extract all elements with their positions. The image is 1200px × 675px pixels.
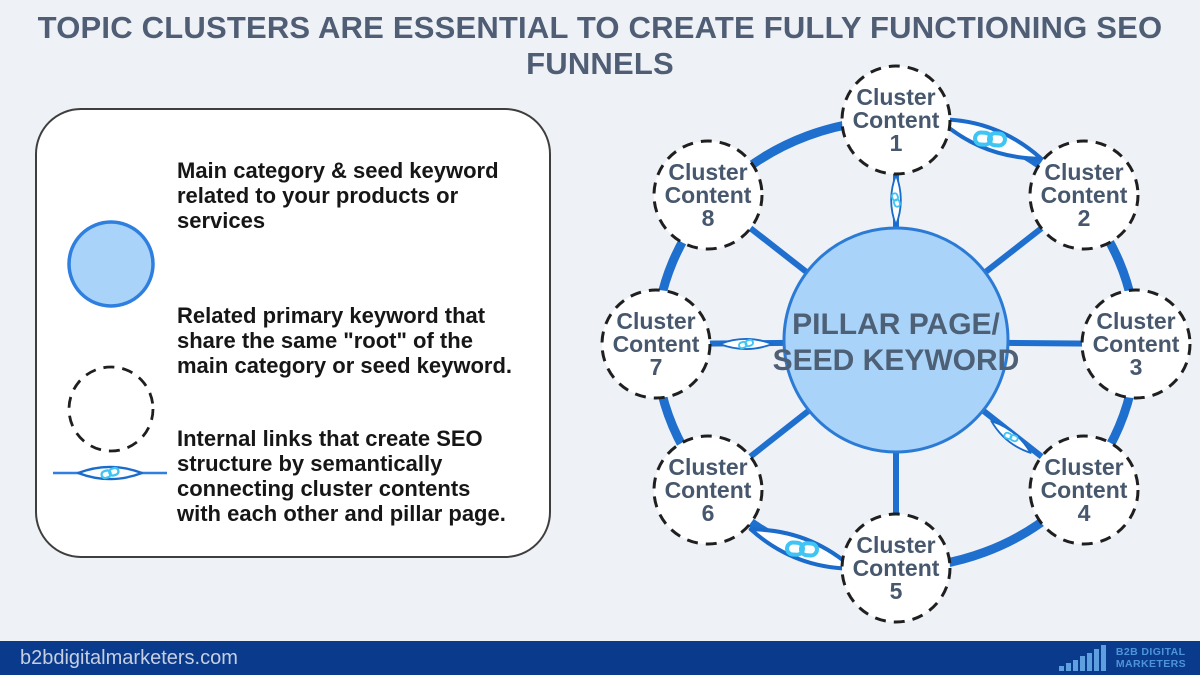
cluster-content-circle-icon: [67, 365, 155, 453]
legend-line: structure by semantically: [177, 451, 443, 476]
brand-name: B2B DIGITAL MARKETERS: [1116, 646, 1186, 670]
cluster-label: Content: [613, 331, 700, 357]
cluster-label: 6: [702, 500, 715, 526]
cluster-label: 5: [890, 578, 903, 604]
cluster-circle: [1028, 139, 1140, 251]
footer-bar: b2bdigitalmarketers.com B2B DIGITAL MARK…: [0, 641, 1200, 675]
cluster-label: Cluster: [616, 308, 695, 334]
cluster-circle: [600, 288, 712, 400]
legend-box: Main category & seed keyword related to …: [35, 108, 551, 558]
legend-line: Main category & seed keyword: [177, 158, 499, 183]
cluster-circle: [1080, 288, 1192, 400]
cluster-circle: [652, 434, 764, 546]
cluster-label: 4: [1078, 500, 1091, 526]
cluster-label: 1: [890, 130, 903, 156]
cluster-label: Cluster: [1044, 454, 1123, 480]
cluster-label: 8: [702, 205, 715, 231]
pillar-page-circle: [782, 226, 1010, 454]
cluster-label: Cluster: [1096, 308, 1175, 334]
brand-logo: B2B DIGITAL MARKETERS: [1058, 641, 1186, 675]
brand-name-line: B2B DIGITAL: [1115, 646, 1186, 658]
cluster-node-3: Cluster Content 3: [1080, 288, 1192, 400]
page-title: TOPIC CLUSTERS ARE ESSENTIAL TO CREATE F…: [37, 10, 1163, 81]
cluster-node-5: Cluster Content 5: [840, 512, 952, 624]
cluster-label: Content: [1093, 331, 1180, 357]
cluster-label: Content: [1041, 182, 1128, 208]
legend-line: with each other and pillar page.: [177, 501, 506, 526]
cluster-node-7: Cluster Content 7: [600, 288, 712, 400]
cluster-node-8: Cluster Content 8: [652, 139, 764, 251]
legend-item-internal-links: Internal links that create SEO structure…: [177, 426, 542, 526]
cluster-circle: [652, 139, 764, 251]
cluster-node-2: Cluster Content 2: [1028, 139, 1140, 251]
link-icon-spoke-1: [890, 173, 902, 227]
cluster-node-4: Cluster Content 4: [1028, 434, 1140, 546]
pillar-page-label: SEED KEYWORD: [773, 344, 1020, 377]
link-icon-ring-5-6: [744, 517, 860, 581]
internal-link-icon: [53, 465, 167, 481]
pillar-page-label: PILLAR PAGE/: [792, 308, 1000, 341]
cluster-label: Content: [1041, 477, 1128, 503]
brand-name-line: MARKETERS: [1115, 658, 1186, 670]
footer-website-link[interactable]: b2bdigitalmarketers.com: [20, 646, 238, 669]
legend-line: services: [177, 208, 266, 233]
link-icon-spoke-4: [987, 416, 1035, 458]
legend-line: connecting cluster contents: [177, 476, 471, 501]
cluster-circle: [840, 64, 952, 176]
legend-line: related to your products or: [177, 183, 459, 208]
legend-item-related-keyword: Related primary keyword that share the s…: [177, 303, 542, 378]
cluster-label: Cluster: [856, 532, 935, 558]
cluster-node-1: Cluster Content 1: [840, 64, 952, 176]
cluster-label: 7: [650, 354, 663, 380]
cluster-circle: [1028, 434, 1140, 546]
cluster-label: Content: [665, 477, 752, 503]
cluster-label: Content: [853, 555, 940, 581]
cluster-label: Cluster: [1044, 159, 1123, 185]
pillar-page-circle-icon: [67, 220, 155, 308]
brand-bars-icon: [1058, 645, 1106, 671]
cluster-label: Cluster: [856, 84, 935, 110]
legend-line: Internal links that create SEO: [177, 426, 483, 451]
cluster-label: 3: [1130, 354, 1143, 380]
legend-item-main-category: Main category & seed keyword related to …: [177, 158, 542, 233]
cluster-label: Cluster: [668, 454, 747, 480]
cluster-label: Content: [665, 182, 752, 208]
link-icon-spoke-7: [718, 337, 774, 351]
legend-line: Related primary keyword that: [177, 303, 486, 328]
cluster-label: Content: [853, 107, 940, 133]
legend-line: share the same "root" of the: [177, 328, 473, 353]
legend-line: main category or seed keyword.: [177, 353, 513, 378]
cluster-label: 2: [1078, 205, 1091, 231]
cluster-node-6: Cluster Content 6: [652, 434, 764, 546]
link-icon-ring-1-2: [932, 107, 1048, 171]
cluster-circle: [840, 512, 952, 624]
cluster-label: Cluster: [668, 159, 747, 185]
